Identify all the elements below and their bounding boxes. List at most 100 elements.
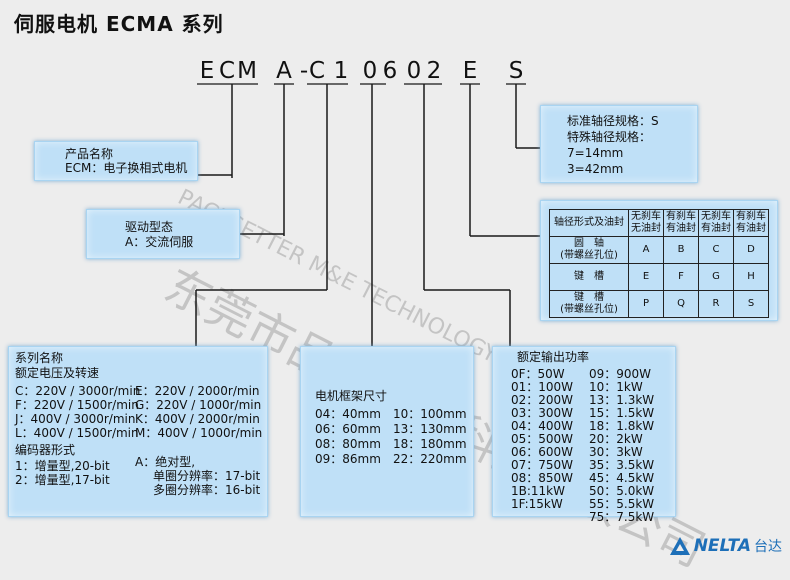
power-left-item: 06：600W [511,445,574,459]
series-left-item: L：400V / 1500r/min [15,426,139,440]
table-cell: D [733,236,769,264]
delta-triangle-icon [669,537,690,555]
encoder-right-item: 多圈分辨率：16-bit [153,483,261,497]
power-right-item: 15：1.5kW [589,406,655,420]
series-left-item: F：220V / 1500r/min [15,398,139,412]
power-left-item: 0F：50W [511,367,565,381]
power-title: 额定输出功率 [517,350,590,364]
frame-right-item: 13：130mm [393,422,467,436]
drive-type-title: 驱动型态 [125,220,174,234]
table-cell: C [698,236,734,264]
frame-size-box: 电机框架尺寸 04：40mm 06：60mm 08：80mm 09：86mm 1… [300,346,474,517]
power-left-item: 01：100W [511,380,574,394]
table-cell: H [733,263,769,291]
table-cell: S [733,290,769,318]
series-subtitle: 额定电压及转速 [15,366,100,380]
page-title: 伺服电机 ECMA 系列 [14,12,224,36]
frame-right-item: 18：180mm [393,437,467,451]
product-name-title: 产品名称 [65,147,114,161]
power-left-item: 1B:11kW [511,484,565,498]
model-code-char: 6 [382,58,398,84]
table-row-label: 键 槽 [549,263,629,291]
table-header-cell: 有刹车 有油封 [733,209,769,237]
series-right-item: G：220V / 1000r/min [135,398,262,412]
table-header-cell: 无刹车 有油封 [698,209,734,237]
table-cell: Q [663,290,699,318]
table-header-row: 轴径形式及油封 无刹车 无油封 有刹车 有油封 无刹车 有油封 有刹车 有油封 [549,209,769,237]
oil-seal-table: 轴径形式及油封 无刹车 无油封 有刹车 有油封 无刹车 有油封 有刹车 有油封 … [549,209,769,318]
product-name-box: 产品名称 ECM：电子换相式电机 [34,141,198,181]
model-code-char: - [299,58,309,84]
power-right-item: 55：5.5kW [589,497,655,511]
delta-logo: NELTA 台达 [669,536,782,556]
model-code-char: 2 [426,58,442,84]
series-box: 系列名称 额定电压及转速 C：220V / 3000r/min F：220V /… [8,346,268,517]
table-cell: E [628,263,664,291]
power-left-item: 08：850W [511,471,574,485]
frame-left-item: 09：86mm [315,452,381,466]
table-row-label: 圆 轴 (带螺丝孔位) [549,236,629,264]
shaft-option-2: 3=42mm [567,162,624,176]
drive-type-line: A：交流伺服 [125,235,194,249]
power-right-item: 30：3kW [589,445,643,459]
power-right-item: 75：7.5kW [589,510,655,524]
encoder-left-item: 1：增量型,20-bit [15,459,110,473]
power-right-item: 18：1.8kW [589,419,655,433]
power-left-item: 05：500W [511,432,574,446]
table-header-cell: 有刹车 有油封 [663,209,699,237]
model-code-char: 0 [406,58,422,84]
drive-type-box: 驱动型态 A：交流伺服 [86,209,240,259]
series-title: 系列名称 [15,351,64,365]
table-cell: F [663,263,699,291]
table-row: 键 槽 (带螺丝孔位) P Q R S [549,290,769,318]
power-right-item: 09：900W [589,367,652,381]
encoder-title: 编码器形式 [15,443,76,457]
frame-size-title: 电机框架尺寸 [315,389,388,403]
power-right-item: 35：3.5kW [589,458,655,472]
power-left-item: 1F:15kW [511,497,563,511]
power-right-item: 50：5.0kW [589,484,655,498]
shaft-standard: 标准轴径规格：S [567,114,659,128]
power-right-item: 10：1kW [589,380,643,394]
frame-right-item: 10：100mm [393,407,467,421]
frame-right-item: 22：220mm [393,452,467,466]
series-right-item: K：400V / 2000r/min [135,412,260,426]
product-name-line: ECM：电子换相式电机 [65,161,188,175]
table-row: 键 槽 E F G H [549,263,769,291]
shaft-special: 特殊轴径规格： [567,130,652,144]
model-code-char: C [218,58,236,84]
series-left-item: C：220V / 3000r/min [15,384,141,398]
power-right-item: 20：2kW [589,432,643,446]
power-right-item: 13：1.3kW [589,393,655,407]
power-left-item: 02：200W [511,393,574,407]
model-code-char: M [237,58,257,84]
table-cell: R [698,290,734,318]
delta-cn: 台达 [754,539,782,555]
power-left-item: 04：400W [511,419,574,433]
model-code-char: E [462,58,478,84]
model-code-char: A [276,58,292,84]
frame-left-item: 08：80mm [315,437,381,451]
series-right-item: M：400V / 1000r/min [135,426,263,440]
table-header-cell: 无刹车 无油封 [628,209,664,237]
table-cell: P [628,290,664,318]
table-cell: G [698,263,734,291]
model-code-char: 1 [333,58,349,84]
frame-left-item: 04：40mm [315,407,381,421]
power-right-item: 45：4.5kW [589,471,655,485]
model-code-char: 0 [362,58,378,84]
model-code-char: S [508,58,524,84]
power-left-item: 07：750W [511,458,574,472]
encoder-right-item: 单圈分辨率：17-bit [153,469,261,483]
shaft-option-1: 7=14mm [567,146,624,160]
table-row: 圆 轴 (带螺丝孔位) A B C D [549,236,769,264]
shaft-spec-box: 标准轴径规格：S 特殊轴径规格： 7=14mm 3=42mm [540,105,698,183]
encoder-left-item: 2：增量型,17-bit [15,473,110,487]
series-left-item: J：400V / 3000r/min [15,412,136,426]
model-code-char: C [308,58,326,84]
table-cell: B [663,236,699,264]
power-left-item: 03：300W [511,406,574,420]
delta-brand: NELTA [693,536,751,556]
model-code-char: E [199,58,215,84]
